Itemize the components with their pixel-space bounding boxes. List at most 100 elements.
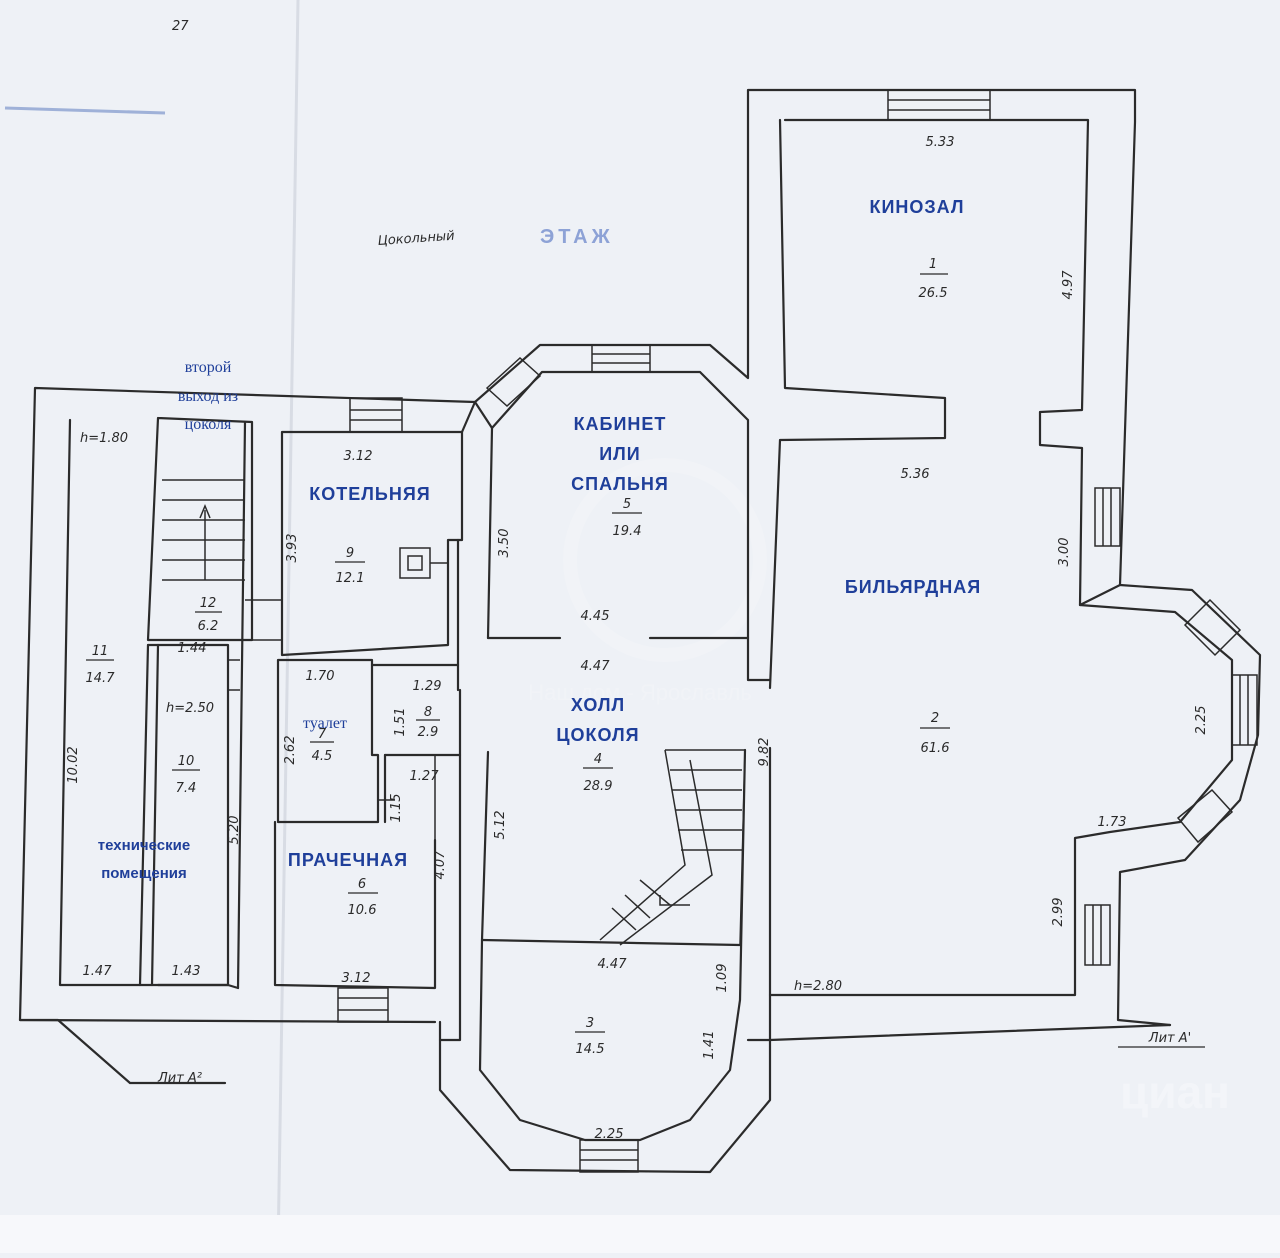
room-3-area: 14.5 bbox=[576, 1042, 605, 1057]
window-study-left bbox=[485, 356, 542, 408]
window-billiard-right bbox=[1094, 487, 1121, 547]
dim-1-29: 1.29 bbox=[413, 679, 442, 694]
room-study-name-3: СПАЛЬНЯ bbox=[571, 474, 669, 494]
dim-10-02: 10.02 bbox=[66, 746, 81, 783]
room-study-area: 19.4 bbox=[613, 524, 642, 539]
room-billiard-number: 2 bbox=[931, 711, 939, 726]
dim-2-99: 2.99 bbox=[1051, 898, 1066, 927]
window-study-top bbox=[591, 344, 651, 373]
window-bay-1 bbox=[1183, 598, 1242, 657]
dim-4-97: 4.97 bbox=[1061, 270, 1076, 300]
window-billiard-bottom bbox=[1084, 904, 1111, 966]
room-11-area: 14.7 bbox=[86, 671, 116, 686]
dim-1-09: 1.09 bbox=[715, 964, 730, 993]
room-hall-name-2: ЦОКОЛЯ bbox=[556, 725, 639, 745]
room-hall-area: 28.9 bbox=[584, 779, 613, 794]
room-study-name-1: КАБИНЕТ bbox=[574, 414, 667, 434]
room-8-number: 8 bbox=[424, 705, 432, 720]
dim-4-47-hall: 4.47 bbox=[581, 659, 611, 674]
lit-a1-label: Лит А' bbox=[1148, 1031, 1191, 1046]
technical-staircase bbox=[162, 479, 245, 581]
dim-5-20: 5.20 bbox=[227, 816, 242, 845]
room-hall-number: 4 bbox=[594, 752, 602, 767]
room-3-number: 3 bbox=[586, 1016, 594, 1031]
dim-2-25-bay: 2.25 bbox=[1194, 706, 1209, 735]
room-study-name-2: ИЛИ bbox=[599, 444, 641, 464]
room-boiler-name: КОТЕЛЬНЯЯ bbox=[309, 484, 430, 504]
room-laundry-area: 10.6 bbox=[348, 903, 377, 918]
technical-rooms-line-1: технические bbox=[98, 837, 190, 854]
dim-9-82: 9.82 bbox=[757, 738, 772, 767]
room-12-number: 12 bbox=[200, 596, 217, 611]
window-laundry bbox=[337, 987, 389, 1023]
room-toilet-area: 4.5 bbox=[312, 749, 333, 764]
dim-3-12-boiler: 3.12 bbox=[344, 449, 373, 464]
dim-2-25-room3: 2.25 bbox=[595, 1127, 624, 1142]
floor-title-handwritten: Цокольный bbox=[377, 229, 455, 249]
dim-3-00: 3.00 bbox=[1057, 538, 1072, 567]
room-study-number: 5 bbox=[623, 497, 631, 512]
room-hall-name-1: ХОЛЛ bbox=[571, 695, 625, 715]
room-cinema-area: 26.5 bbox=[919, 286, 948, 301]
dim-1-27: 1.27 bbox=[410, 769, 440, 784]
dim-1-44: 1.44 bbox=[178, 641, 207, 656]
room-cinema-name: КИНОЗАЛ bbox=[869, 197, 964, 217]
header-stamp-line bbox=[4, 106, 166, 115]
windows bbox=[349, 89, 1258, 1173]
dim-1-41: 1.41 bbox=[702, 1031, 717, 1060]
height-1-80: h=1.80 bbox=[80, 431, 128, 446]
paper-edge bbox=[0, 1215, 1280, 1253]
room-10-number: 10 bbox=[178, 754, 195, 769]
room-cinema-number: 1 bbox=[929, 257, 937, 272]
room-toilet-number: 7 bbox=[318, 727, 327, 742]
dim-1-73: 1.73 bbox=[1098, 815, 1127, 830]
lit-a2-label: Лит А² bbox=[157, 1071, 202, 1086]
room-boiler-area: 12.1 bbox=[336, 571, 365, 586]
dim-1-70: 1.70 bbox=[306, 669, 335, 684]
room-12-area: 6.2 bbox=[198, 619, 219, 634]
second-exit-line-3: цоколя bbox=[185, 416, 232, 433]
hall-staircase bbox=[599, 749, 746, 946]
window-boiler bbox=[349, 397, 403, 433]
dim-3-93: 3.93 bbox=[285, 534, 300, 563]
dim-5-12: 5.12 bbox=[493, 811, 508, 840]
document-number: 27 bbox=[172, 19, 189, 34]
watermark-ring bbox=[563, 458, 767, 662]
room-toilet-name: туалет bbox=[303, 715, 347, 732]
boiler-symbol bbox=[399, 547, 448, 579]
window-cinema bbox=[887, 89, 991, 121]
room-laundry-name: ПРАЧЕЧНАЯ bbox=[288, 850, 408, 870]
walls bbox=[18, 88, 1262, 1174]
room-billiard-area: 61.6 bbox=[921, 741, 950, 756]
brand-watermark: Наш дом - Ярославль bbox=[528, 458, 767, 705]
dim-4-07: 4.07 bbox=[433, 850, 448, 880]
window-bay-3 bbox=[1176, 788, 1234, 844]
dim-1-51: 1.51 bbox=[393, 708, 408, 737]
floor-title-stamp: ЭТАЖ bbox=[540, 226, 614, 248]
window-room3 bbox=[579, 1139, 639, 1173]
dim-3-50: 3.50 bbox=[497, 529, 512, 558]
room-10-area: 7.4 bbox=[176, 781, 197, 796]
dimensions: 5.33 4.97 5.36 3.00 2.25 1.73 2.99 h=2.8… bbox=[66, 135, 1209, 1142]
dim-1-43: 1.43 bbox=[172, 964, 201, 979]
dim-2-62: 2.62 bbox=[283, 736, 298, 765]
dim-1-47: 1.47 bbox=[83, 964, 113, 979]
dim-1-15: 1.15 bbox=[389, 794, 404, 823]
dim-5-36: 5.36 bbox=[901, 467, 930, 482]
height-2-80: h=2.80 bbox=[794, 979, 842, 994]
watermark-brand-text: Наш дом - Ярославль bbox=[528, 680, 752, 705]
paper-fold bbox=[276, 0, 300, 1254]
dim-4-45: 4.45 bbox=[581, 609, 610, 624]
room-billiard-name: БИЛЬЯРДНАЯ bbox=[845, 577, 981, 597]
technical-rooms-line-2: помещения bbox=[101, 865, 187, 882]
room-8-area: 2.9 bbox=[418, 725, 439, 740]
window-bay-2 bbox=[1231, 674, 1258, 746]
room-boiler-number: 9 bbox=[346, 546, 354, 561]
second-exit-line-2: выход из bbox=[178, 388, 238, 405]
dim-5-33: 5.33 bbox=[926, 135, 955, 150]
second-exit-line-1: второй bbox=[185, 359, 232, 376]
height-2-50: h=2.50 bbox=[166, 701, 214, 716]
